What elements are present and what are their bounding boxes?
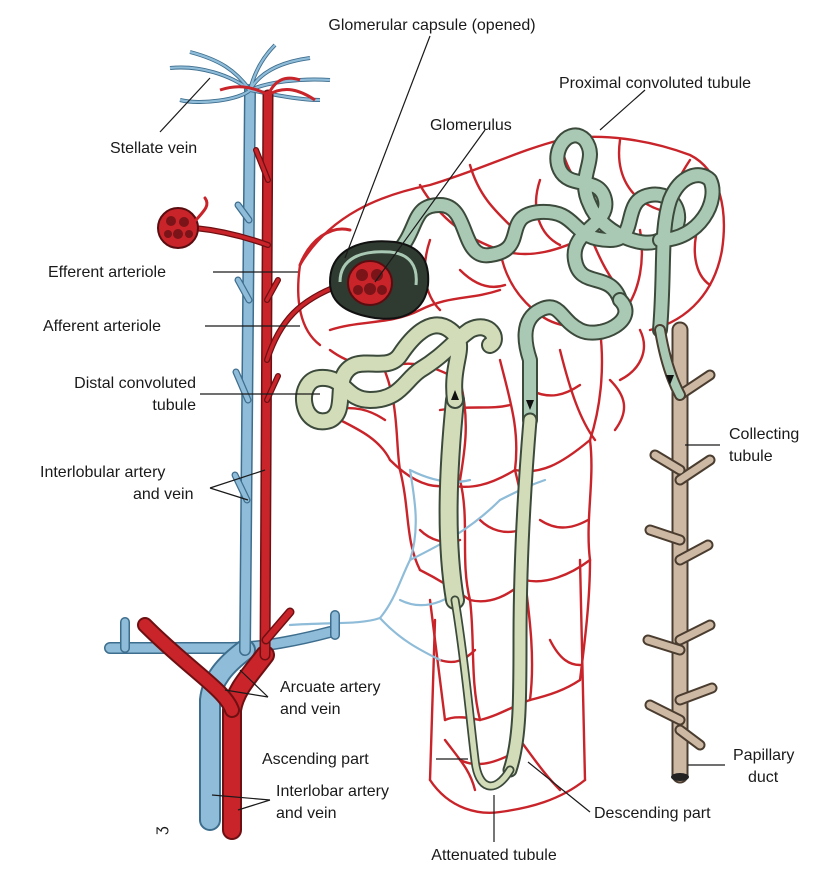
ascending-limb-thick <box>438 390 465 610</box>
label-collecting-tubule-1: Collecting <box>729 426 799 443</box>
interlobar-vein <box>199 639 256 831</box>
interlobular-vein <box>231 84 256 656</box>
label-attenuated-tubule: Attenuated tubule <box>431 847 557 864</box>
label-interlobular-1: Interlobular artery <box>40 464 165 481</box>
label-glomerular-capsule: Glomerular capsule (opened) <box>328 17 535 34</box>
label-interlobar-1: Interlobar artery <box>276 783 389 800</box>
label-interlobar-2: and vein <box>276 805 337 822</box>
label-proximal-convoluted-tubule: Proximal convoluted tubule <box>559 75 751 92</box>
collecting-tubule <box>642 321 718 784</box>
label-interlobular-2: and vein <box>133 486 194 503</box>
label-glomerulus: Glomerulus <box>430 117 512 134</box>
descending-limb <box>502 412 538 778</box>
artist-signature: ʒ <box>152 826 169 835</box>
label-descending-part: Descending part <box>594 805 711 822</box>
distal-convoluted-tubule <box>295 316 503 431</box>
label-afferent-arteriole: Afferent arteriole <box>43 318 161 335</box>
venous-capillaries <box>288 468 547 662</box>
glomerulus <box>347 260 393 306</box>
label-efferent-arteriole: Efferent arteriole <box>48 264 166 281</box>
label-distal-convoluted-tubule-2: tubule <box>152 397 196 414</box>
flow-arrows <box>451 375 674 410</box>
attenuated-tubule <box>450 595 515 791</box>
afferent-arteriole <box>264 282 343 363</box>
small-glomerulus <box>157 196 209 249</box>
label-collecting-tubule-2: tubule <box>729 448 773 465</box>
label-ascending-part: Ascending part <box>262 751 369 768</box>
proximal-convoluted-tubule <box>387 127 721 428</box>
label-distal-convoluted-tubule-1: Distal convoluted <box>74 375 196 392</box>
label-arcuate-1: Arcuate artery <box>280 679 380 696</box>
stellate-vein <box>169 43 331 104</box>
label-arcuate-2: and vein <box>280 701 341 718</box>
interlobar-artery <box>137 617 275 840</box>
label-papillary-duct-1: Papillary <box>733 747 794 764</box>
label-papillary-duct-2: duct <box>748 769 779 786</box>
label-stellate-vein: Stellate vein <box>110 140 197 157</box>
labels: Glomerular capsule (opened) Proximal con… <box>40 17 799 864</box>
efferent-arteriole <box>192 225 352 267</box>
interlobular-artery <box>219 76 316 661</box>
leader-lines <box>159 35 725 842</box>
